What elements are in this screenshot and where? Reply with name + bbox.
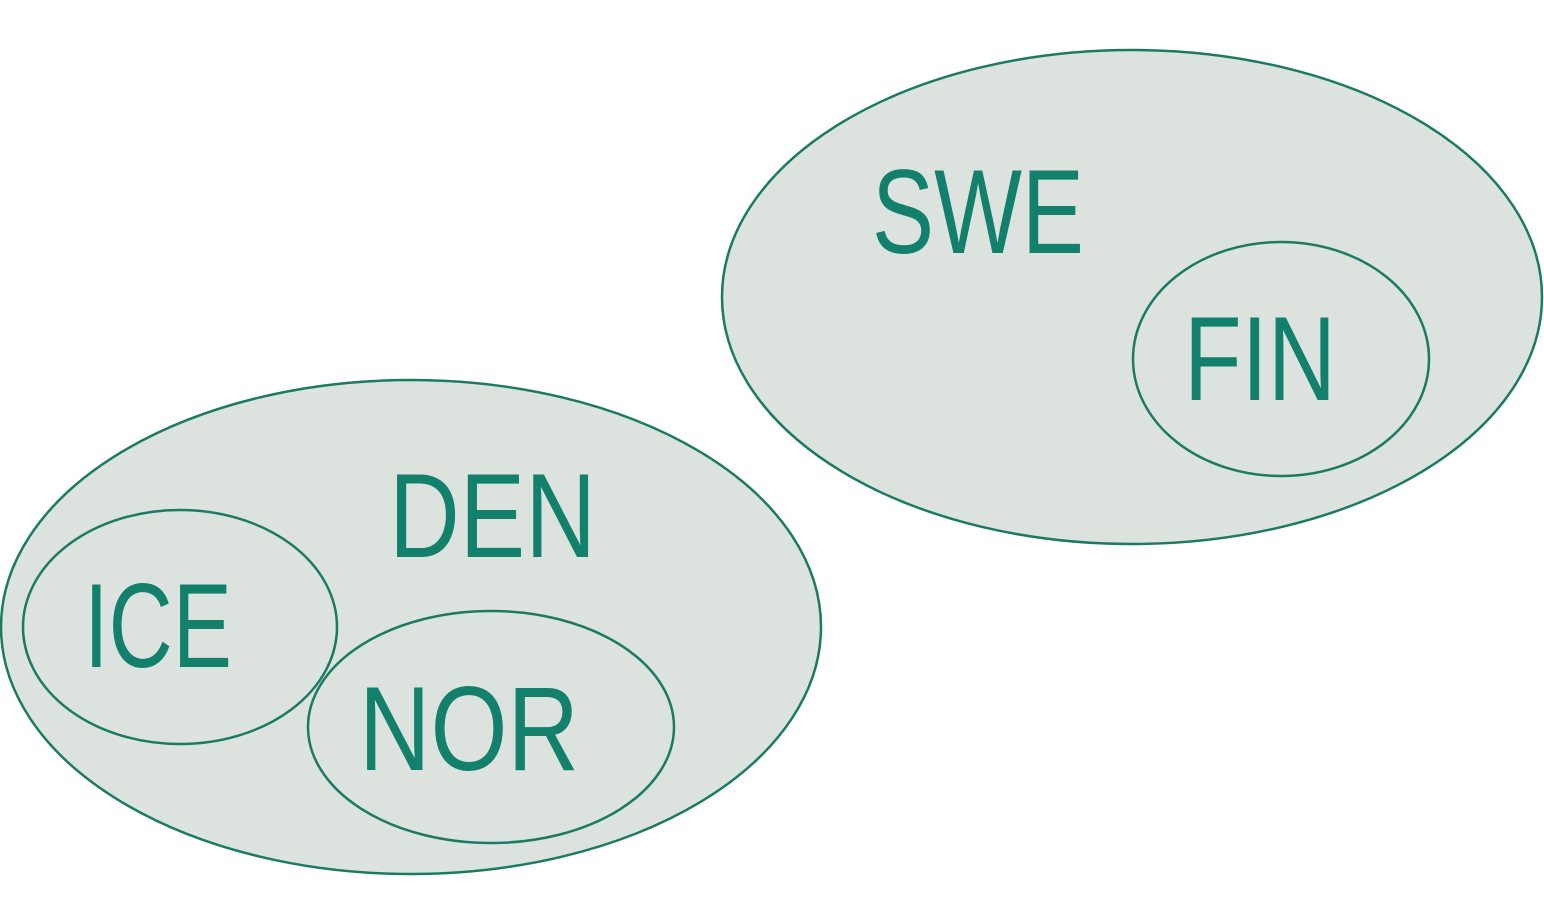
ice-ellipse [21, 508, 339, 746]
swe-ellipse [720, 48, 1544, 546]
nor-ellipse [306, 609, 676, 845]
set-ice: ICE [21, 508, 339, 746]
swe-label: SWE [872, 145, 1084, 279]
ice-label: ICE [84, 559, 232, 693]
fin-label: FIN [1184, 292, 1336, 426]
set-den: DEN ICE NOR [0, 378, 823, 876]
set-nor: NOR [306, 609, 676, 845]
den-label: DEN [389, 449, 596, 583]
nor-label: NOR [359, 662, 579, 796]
fin-ellipse [1131, 240, 1431, 478]
set-fin: FIN [1131, 240, 1431, 478]
set-swe: SWE FIN [720, 48, 1544, 546]
